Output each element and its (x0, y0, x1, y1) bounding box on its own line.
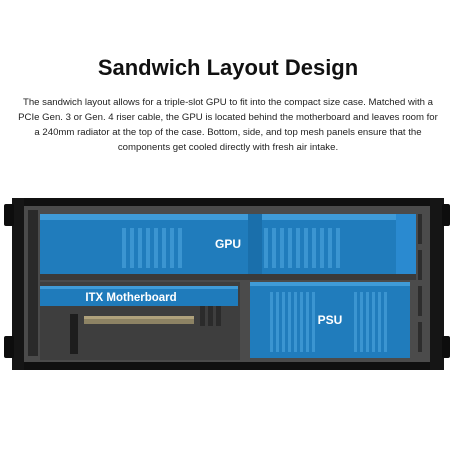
page-title: Sandwich Layout Design (97, 55, 359, 80)
case-illustration: GPU ITX Motherboard (0, 186, 456, 380)
case-right-pillar (430, 198, 444, 370)
psu-block (250, 282, 410, 358)
itx-motherboard-block (40, 286, 238, 306)
case-left-pillar (12, 198, 24, 370)
gpu-label: GPU (215, 237, 241, 251)
case-diagram: GPU ITX Motherboard (4, 198, 450, 370)
case-foot-bottom-left (4, 336, 14, 358)
cable-bundle (28, 210, 38, 356)
description-text: The sandwich layout allows for a triple-… (18, 97, 438, 153)
itx-motherboard-label: ITX Motherboard (85, 292, 176, 304)
riser-cable (84, 316, 194, 324)
case-foot-top-left (4, 204, 14, 226)
gpu-block (40, 214, 416, 276)
psu-label: PSU (318, 313, 343, 327)
side-mesh (418, 214, 422, 352)
